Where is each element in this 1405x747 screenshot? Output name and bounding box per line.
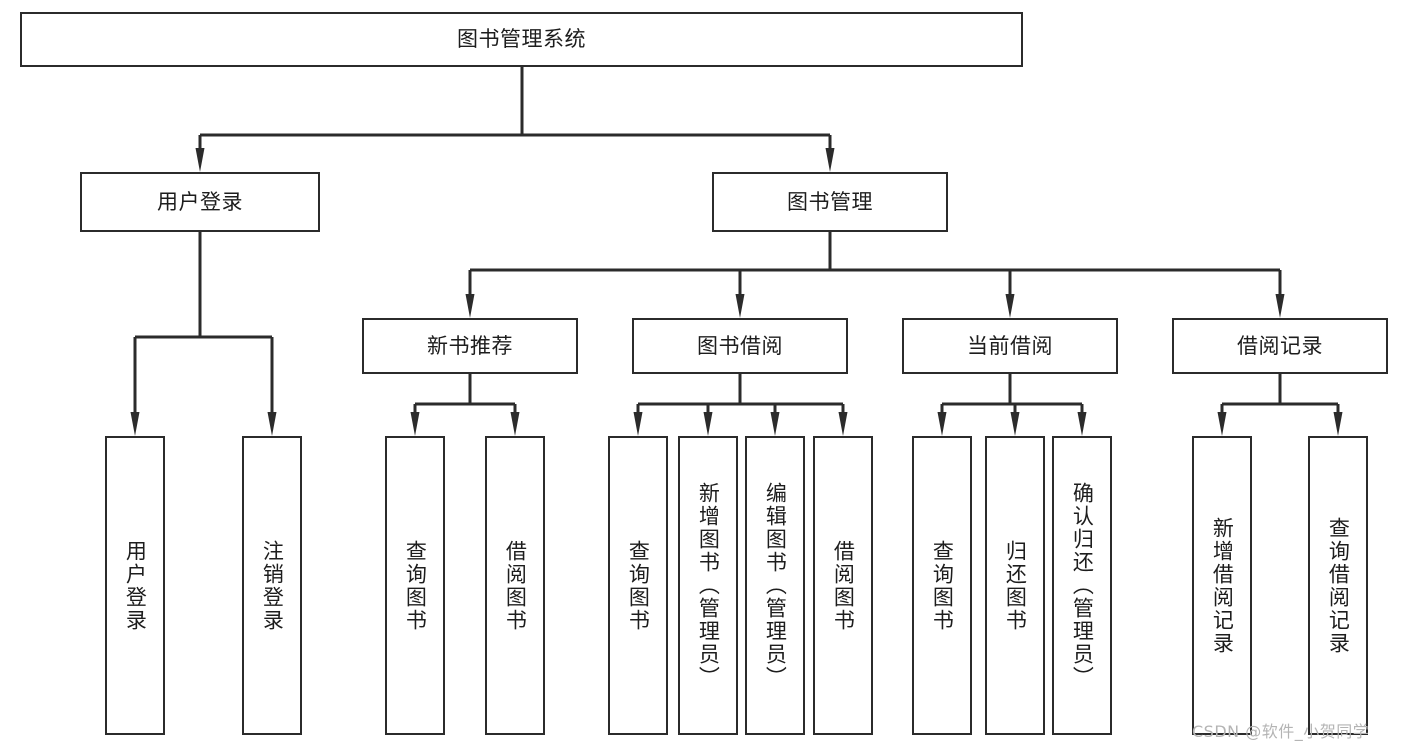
node-label-leaf-borrow-book: 借阅图书 xyxy=(831,539,856,632)
node-label-leaf-query-books-borrow: 查询图书 xyxy=(626,539,651,632)
arrow-head-book-management-to-level2-0 xyxy=(465,294,475,318)
node-label-user-login: 用户登录 xyxy=(157,189,243,214)
node-label-borrow-records: 借阅记录 xyxy=(1237,333,1323,358)
node-label-leaf-return-book: 归还图书 xyxy=(1003,539,1028,632)
arrow-head-recommend-to-leaves-1 xyxy=(510,412,520,436)
arrow-head-root-to-level1-1 xyxy=(825,148,835,172)
node-leaf-user-login[interactable]: 用户登录 xyxy=(105,436,165,735)
node-label-book-management: 图书管理 xyxy=(787,189,873,214)
node-leaf-edit-book-admin[interactable]: 编辑图书（管理员） xyxy=(745,436,805,735)
arrow-head-recommend-to-leaves-0 xyxy=(410,412,420,436)
node-leaf-query-borrow-record[interactable]: 查询借阅记录 xyxy=(1308,436,1368,735)
node-root[interactable]: 图书管理系统 xyxy=(20,12,1023,67)
node-label-leaf-edit-book-admin: 编辑图书（管理员） xyxy=(763,482,788,689)
node-label-current-borrow: 当前借阅 xyxy=(967,333,1053,358)
node-label-root: 图书管理系统 xyxy=(457,27,586,52)
arrow-head-user-login-to-leaves-0 xyxy=(130,412,140,436)
node-label-leaf-query-borrow-record: 查询借阅记录 xyxy=(1326,516,1351,655)
arrow-head-current-to-leaves-1 xyxy=(1010,412,1020,436)
node-book-borrow[interactable]: 图书借阅 xyxy=(632,318,848,374)
node-leaf-query-books-recommend[interactable]: 查询图书 xyxy=(385,436,445,735)
node-label-leaf-add-book-admin: 新增图书（管理员） xyxy=(696,482,721,689)
node-label-book-borrow: 图书借阅 xyxy=(697,333,783,358)
node-book-management[interactable]: 图书管理 xyxy=(712,172,948,232)
node-label-leaf-query-books-recommend: 查询图书 xyxy=(403,539,428,632)
arrow-head-borrow-to-leaves-3 xyxy=(838,412,848,436)
arrow-head-book-management-to-level2-1 xyxy=(735,294,745,318)
node-label-leaf-confirm-return-admin: 确认归还（管理员） xyxy=(1070,482,1095,689)
node-leaf-borrow-books-recommend[interactable]: 借阅图书 xyxy=(485,436,545,735)
arrow-head-borrow-to-leaves-0 xyxy=(633,412,643,436)
node-label-new-book-recommend: 新书推荐 xyxy=(427,333,513,358)
node-label-leaf-user-logout: 注销登录 xyxy=(260,539,285,632)
node-label-leaf-add-borrow-record: 新增借阅记录 xyxy=(1210,516,1235,655)
node-leaf-return-book[interactable]: 归还图书 xyxy=(985,436,1045,735)
arrow-head-current-to-leaves-2 xyxy=(1077,412,1087,436)
node-leaf-confirm-return-admin[interactable]: 确认归还（管理员） xyxy=(1052,436,1112,735)
node-leaf-borrow-book[interactable]: 借阅图书 xyxy=(813,436,873,735)
node-new-book-recommend[interactable]: 新书推荐 xyxy=(362,318,578,374)
node-leaf-add-book-admin[interactable]: 新增图书（管理员） xyxy=(678,436,738,735)
node-leaf-add-borrow-record[interactable]: 新增借阅记录 xyxy=(1192,436,1252,735)
node-leaf-query-books-current[interactable]: 查询图书 xyxy=(912,436,972,735)
arrow-head-current-to-leaves-0 xyxy=(937,412,947,436)
arrow-head-root-to-level1-0 xyxy=(195,148,205,172)
arrow-head-borrow-to-leaves-2 xyxy=(770,412,780,436)
arrow-head-user-login-to-leaves-1 xyxy=(267,412,277,436)
node-label-leaf-user-login: 用户登录 xyxy=(123,539,148,632)
node-current-borrow[interactable]: 当前借阅 xyxy=(902,318,1118,374)
arrow-head-records-to-leaves-1 xyxy=(1333,412,1343,436)
node-user-login[interactable]: 用户登录 xyxy=(80,172,320,232)
node-leaf-query-books-borrow[interactable]: 查询图书 xyxy=(608,436,668,735)
arrow-head-book-management-to-level2-2 xyxy=(1005,294,1015,318)
node-leaf-user-logout[interactable]: 注销登录 xyxy=(242,436,302,735)
node-label-leaf-borrow-books-recommend: 借阅图书 xyxy=(503,539,528,632)
node-label-leaf-query-books-current: 查询图书 xyxy=(930,539,955,632)
arrow-head-borrow-to-leaves-1 xyxy=(703,412,713,436)
arrow-head-book-management-to-level2-3 xyxy=(1275,294,1285,318)
arrow-head-records-to-leaves-0 xyxy=(1217,412,1227,436)
node-borrow-records[interactable]: 借阅记录 xyxy=(1172,318,1388,374)
